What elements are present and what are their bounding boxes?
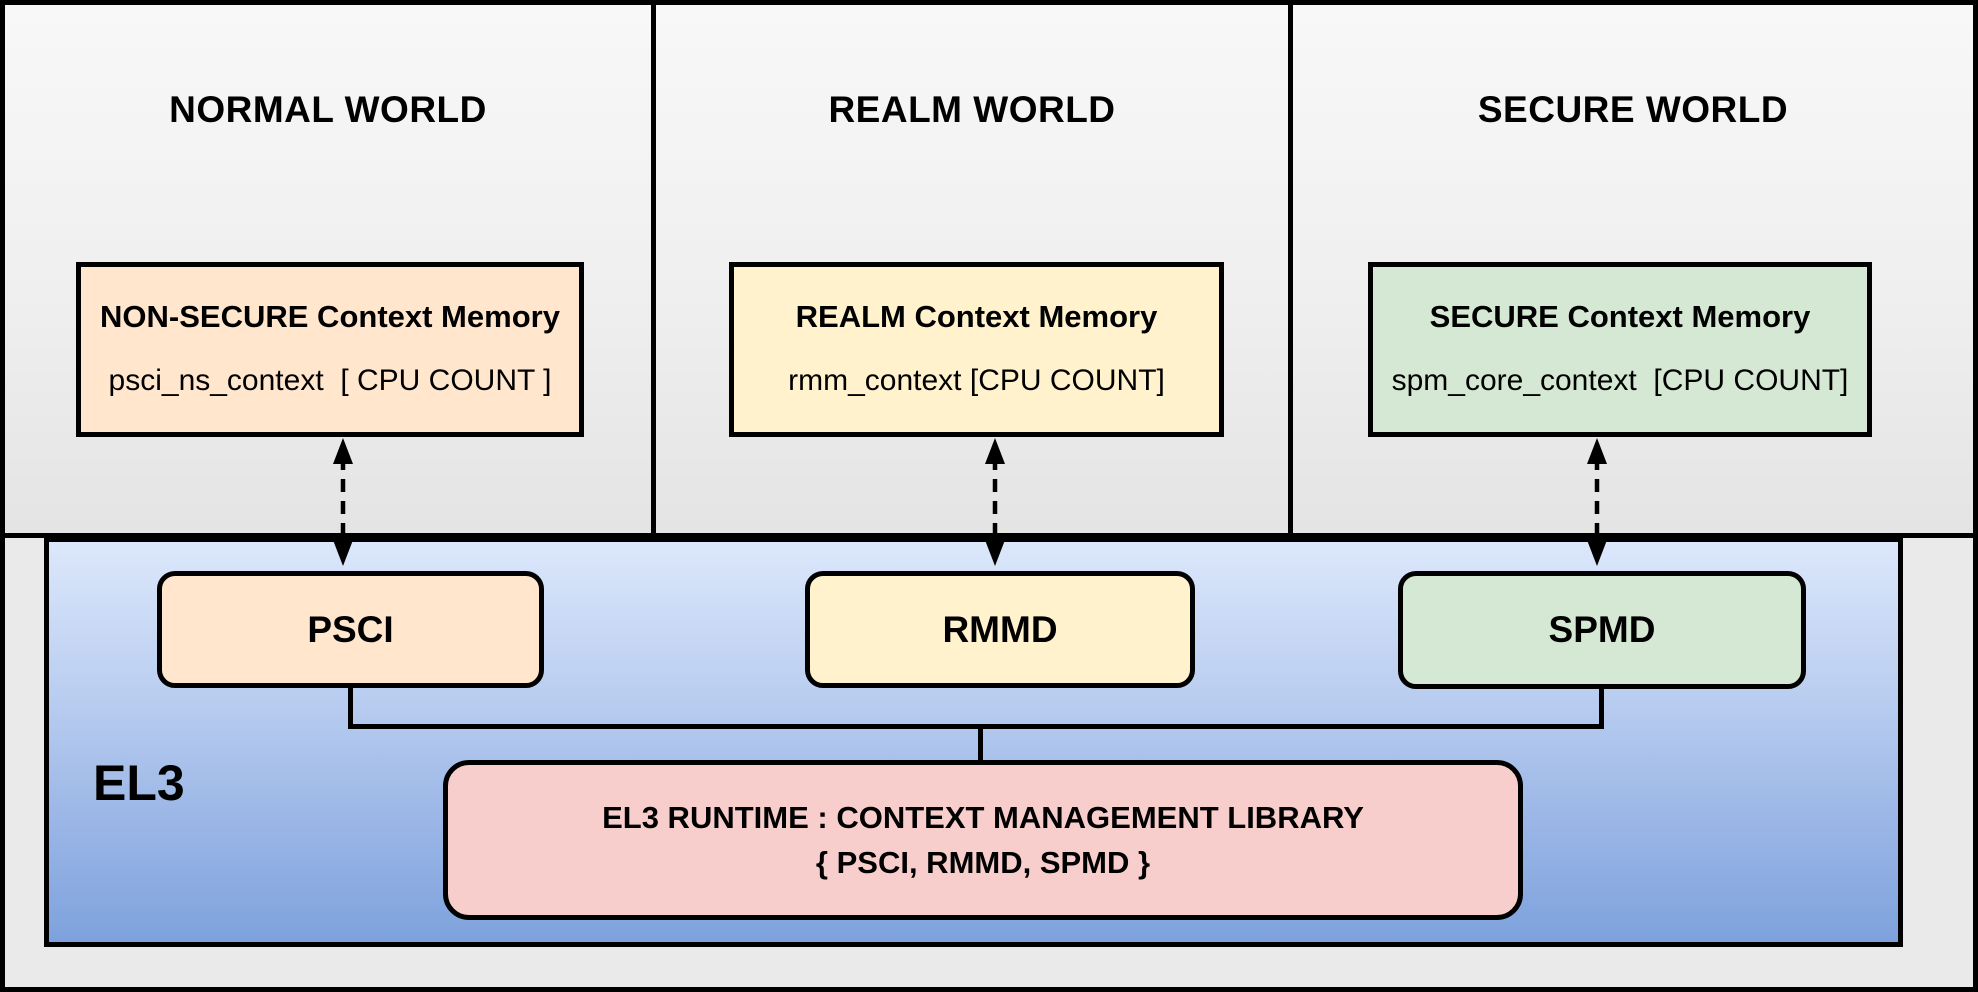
realm-context-memory-box: REALM Context Memory rmm_context [CPU CO… [729, 262, 1224, 437]
connector-bus-line [348, 724, 1604, 729]
secure-context-memory-title: SECURE Context Memory [1429, 299, 1811, 334]
secure-context-memory-box: SECURE Context Memory spm_core_context [… [1368, 262, 1872, 437]
non-secure-context-memory-box: NON-SECURE Context Memory psci_ns_contex… [76, 262, 584, 437]
el3-label: EL3 [93, 755, 185, 811]
rmm-context-array-label: rmm_context [CPU COUNT] [788, 364, 1165, 397]
realm-world-title: REALM WORLD [828, 89, 1116, 130]
realm-context-memory-title: REALM Context Memory [795, 299, 1158, 334]
psci-label: PSCI [307, 608, 394, 650]
el3-box: EL3 PSCI RMMD SPMD EL3 RUNTIME : CONTEXT… [44, 537, 1903, 947]
normal-world-bidirectional-arrow [329, 437, 357, 567]
psci-dispatcher-box: PSCI [157, 571, 544, 688]
rmmd-dispatcher-box: RMMD [805, 571, 1195, 688]
secure-world-title: SECURE WORLD [1477, 89, 1789, 130]
double-arrow-icon [333, 438, 353, 566]
double-arrow-icon [1587, 438, 1607, 566]
spmd-connector-line [1599, 688, 1604, 729]
spm-core-context-array-label: spm_core_context [CPU COUNT] [1391, 364, 1849, 397]
spmd-dispatcher-box: SPMD [1398, 571, 1806, 689]
context-management-library-box: EL3 RUNTIME : CONTEXT MANAGEMENT LIBRARY… [443, 760, 1523, 920]
psci-connector-line [348, 688, 353, 729]
library-title-line2: { PSCI, RMMD, SPMD } [815, 845, 1151, 880]
library-title-line1: EL3 RUNTIME : CONTEXT MANAGEMENT LIBRARY [602, 800, 1364, 835]
rmmd-label: RMMD [942, 608, 1058, 650]
secure-world-bidirectional-arrow [1583, 437, 1611, 567]
psci-ns-context-array-label: psci_ns_context [ CPU COUNT ] [108, 364, 552, 397]
normal-world-title: NORMAL WORLD [169, 89, 487, 130]
library-connector-line [978, 724, 983, 763]
double-arrow-icon [985, 438, 1005, 566]
non-secure-context-memory-title: NON-SECURE Context Memory [100, 299, 560, 334]
spmd-label: SPMD [1548, 609, 1656, 650]
realm-world-bidirectional-arrow [981, 437, 1009, 567]
